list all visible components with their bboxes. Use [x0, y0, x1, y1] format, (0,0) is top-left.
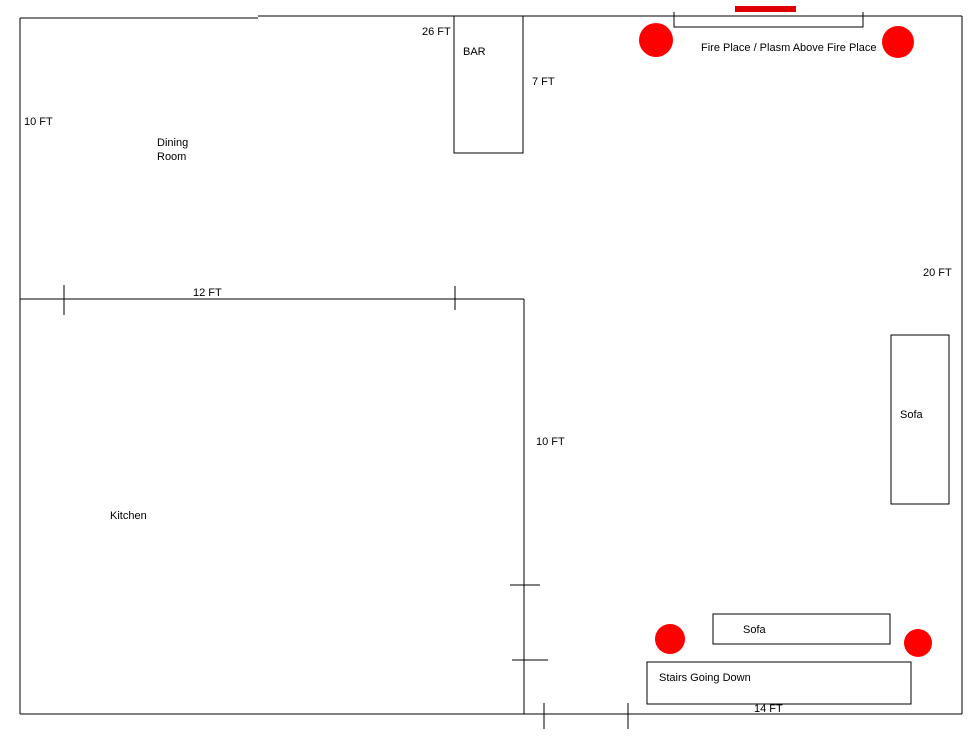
sofa-bottom-label: Sofa [743, 624, 767, 636]
bar-label: BAR [463, 46, 486, 58]
living-width-label: 14 FT [754, 703, 783, 715]
sofa-side [890, 334, 950, 505]
speaker-icon [882, 26, 914, 58]
stairs-label: Stairs Going Down [659, 672, 751, 684]
fireplace-label: Fire Place / Plasm Above Fire Place [701, 42, 876, 54]
dining-width-label: 12 FT [193, 287, 222, 299]
plasma-tv [735, 6, 796, 12]
speaker-icon [639, 23, 673, 57]
dining-room-label-line2: Room [157, 151, 186, 163]
sofa-side-label: Sofa [900, 409, 924, 421]
bar-length-label: 7 FT [532, 76, 555, 88]
living-depth-label: 20 FT [923, 267, 952, 279]
kitchen-label: Kitchen [110, 510, 147, 522]
speaker-icon [655, 624, 685, 654]
fireplace [673, 12, 864, 28]
speaker-icon [904, 629, 932, 657]
overall-width-label: 26 FT [422, 26, 451, 38]
stairs [646, 661, 912, 705]
dining-depth-label: 10 FT [24, 116, 53, 128]
dining-room-label-line1: Dining [157, 137, 188, 149]
sofa-bottom [712, 613, 891, 645]
bar-counter [453, 15, 524, 154]
kitchen-depth-label: 10 FT [536, 436, 565, 448]
